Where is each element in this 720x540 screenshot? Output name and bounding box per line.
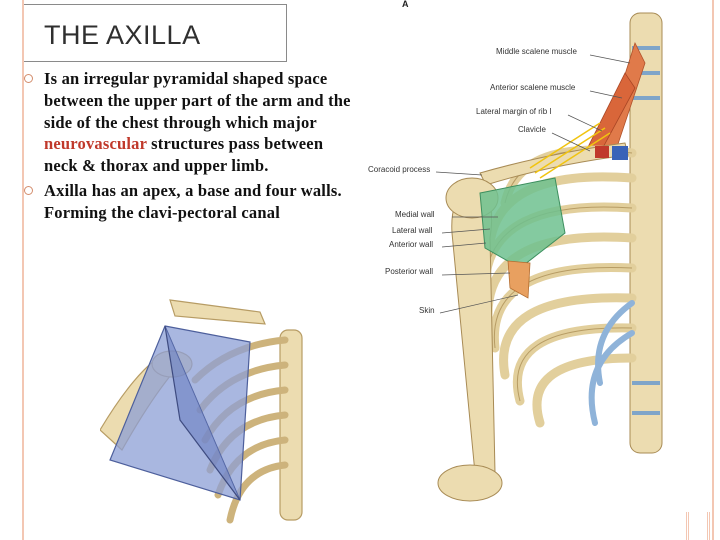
bullet-text-before: Is an irregular pyramidal shaped space b… [44,69,351,132]
bullet-list: Is an irregular pyramidal shaped space b… [24,68,354,227]
label-anterior-scalene: Anterior scalene muscle [490,83,575,92]
label-anterior-wall: Anterior wall [389,240,433,249]
figure-panel-label: A [402,0,409,9]
label-posterior-wall: Posterior wall [385,267,433,276]
label-middle-scalene: Middle scalene muscle [496,47,577,56]
bullet-item-definition: Is an irregular pyramidal shaped space b… [24,68,354,177]
bullet-item-structure: Axilla has an apex, a base and four wall… [24,180,354,224]
bullet-circle-icon [24,186,33,195]
label-medial-wall: Medial wall [395,210,435,219]
label-rib-margin: Lateral margin of rib I [476,107,552,116]
label-lateral-wall: Lateral wall [392,226,432,235]
bullet-circle-icon [24,74,33,83]
slide-title: THE AXILLA [44,20,201,51]
label-skin: Skin [419,306,435,315]
bullet-highlight: neurovascular [44,134,147,153]
axilla-pyramid-illustration [100,290,330,540]
bullet-text: Axilla has an apex, a base and four wall… [44,181,342,222]
label-clavicle: Clavicle [518,125,546,134]
label-coracoid-process: Coracoid process [368,165,430,174]
